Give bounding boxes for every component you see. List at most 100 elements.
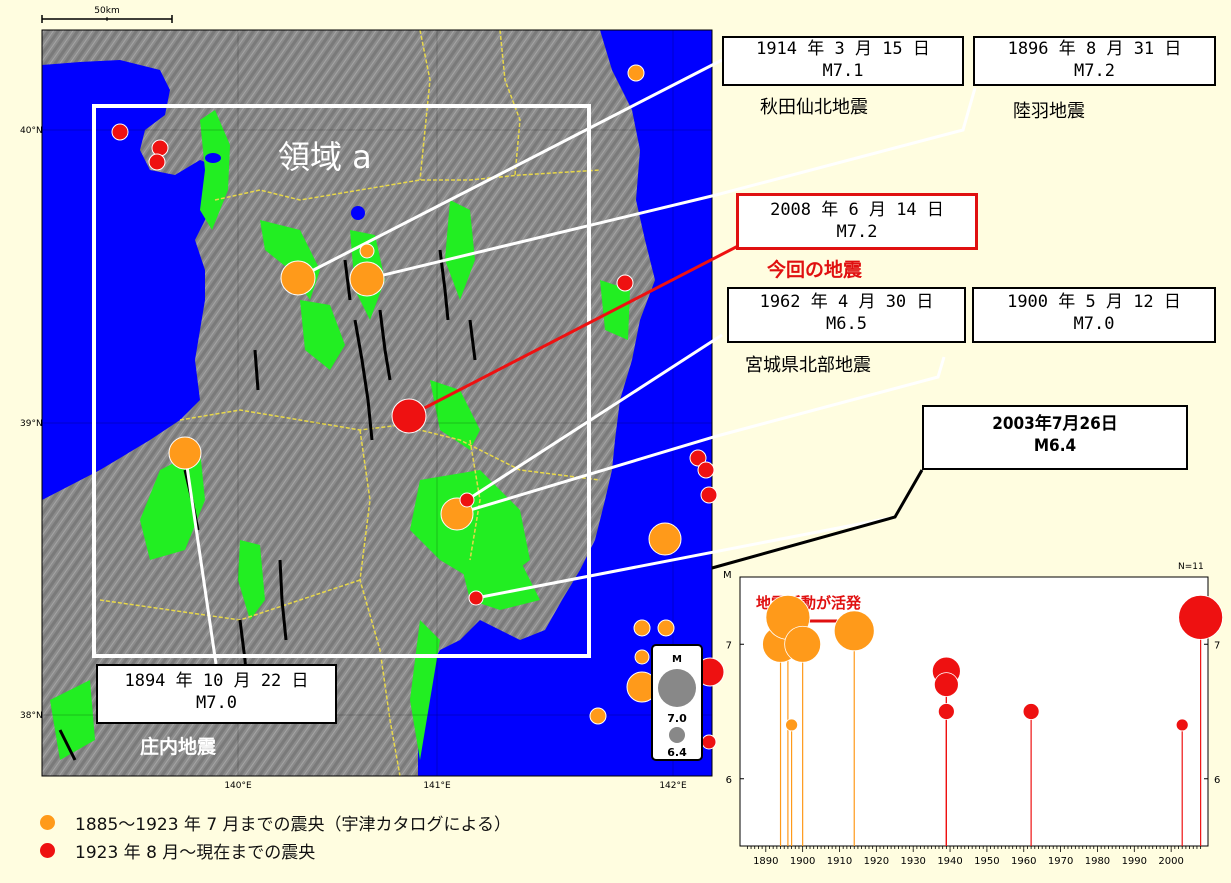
callout-2003-magnitude: M6.4 [1033, 436, 1077, 456]
callout-2008-date: 2008 年 6 月 14 日 [770, 200, 944, 220]
lat-label-39: 39°N [20, 419, 43, 429]
chart-point [937, 703, 955, 720]
callout-1900-magnitude: M7.0 [1073, 314, 1115, 334]
x-tick-label: 1950 [974, 856, 999, 867]
leader-2008 [408, 243, 741, 418]
callout-1962-magnitude: M6.5 [826, 314, 867, 334]
callout-1914-date: 1914 年 3 月 15 日 [756, 39, 930, 59]
callout-1894-name: 庄内地震 [140, 736, 217, 758]
size-legend-m70-circle [658, 669, 696, 707]
callout-1914-magnitude: M7.1 [822, 61, 864, 81]
callout-2008: 2008 年 6 月 14 日 M7.2 [736, 193, 978, 250]
callout-1900: 1900 年 5 月 12 日 M7.0 [972, 287, 1216, 343]
callout-1894: 1894 年 10 月 22 日 M7.0 [96, 664, 337, 724]
x-tick-label: 1910 [827, 856, 852, 867]
size-legend: M 7.0 6.4 [651, 644, 703, 761]
y-tick-label-right: 7 [1214, 640, 1220, 651]
epicenter [589, 707, 607, 725]
size-legend-title: M [672, 654, 682, 665]
callout-1962-name: 宮城県北部地震 [745, 355, 871, 376]
lon-label-140: 140°E [224, 781, 252, 791]
callout-2008-magnitude: M7.2 [836, 222, 878, 242]
epicenter [633, 619, 651, 637]
x-tick-label: 2000 [1158, 856, 1183, 867]
size-legend-m64-circle [669, 727, 685, 743]
x-tick-label: 1900 [790, 856, 815, 867]
legend-post1923-dot [40, 843, 55, 858]
y-tick-label-right: 6 [1214, 775, 1220, 786]
callout-1962: 1962 年 4 月 30 日 M6.5 [727, 287, 966, 343]
lon-label-142: 142°E [659, 781, 687, 791]
map-frame [41, 29, 713, 777]
epicenter [616, 274, 634, 292]
callout-1894-date: 1894 年 10 月 22 日 [124, 671, 309, 691]
x-tick-label: 1960 [1011, 856, 1036, 867]
epicenter [148, 153, 166, 171]
callout-2003: 2003年7月26日 M6.4 [922, 405, 1188, 470]
lake [205, 153, 221, 163]
x-tick-label: 1930 [900, 856, 925, 867]
epicenter-1894 [168, 436, 202, 470]
callout-1962-date: 1962 年 4 月 30 日 [759, 292, 934, 312]
epicenter [627, 64, 645, 82]
leader-1914 [297, 58, 723, 280]
chart-count-label: N=11 [1178, 562, 1204, 572]
x-tick-label: 1890 [753, 856, 778, 867]
chart-point [785, 718, 798, 732]
legend-pre1923-text: 1885～1923 年 7 月までの震央（宇津カタログによる） [75, 815, 512, 835]
chart-point [933, 672, 959, 697]
chart-point [1175, 718, 1189, 732]
chart-y-axis: 6 6 7 7 [726, 640, 1221, 786]
legend-pre1923-dot [40, 815, 55, 830]
callout-1894-magnitude: M7.0 [196, 693, 237, 713]
scale-bar: 50km [41, 6, 173, 23]
callout-1914: 1914 年 3 月 15 日 M7.1 [722, 36, 964, 86]
lake-tazawa [351, 206, 365, 220]
epicenter [697, 461, 715, 479]
chart-point [1022, 703, 1040, 720]
legend-post1923: 1923 年 8 月～現在までの震央 [40, 838, 315, 863]
x-tick-label: 1940 [937, 856, 962, 867]
chart-point [833, 610, 875, 652]
callout-2003-date: 2003年7月26日 [992, 414, 1118, 434]
epicenter-2003 [468, 590, 484, 606]
y-tick-label: 7 [726, 640, 732, 651]
epicenter [151, 139, 169, 157]
callout-1900-date: 1900 年 5 月 12 日 [1007, 292, 1181, 312]
leader-1896 [366, 87, 977, 281]
region-box [92, 104, 591, 658]
leader-1962 [466, 333, 723, 502]
callout-1896-name: 陸羽地震 [1013, 101, 1085, 122]
leader-1894 [183, 452, 218, 665]
epicenter [657, 619, 675, 637]
leader-lines [183, 58, 977, 665]
epicenter [700, 486, 718, 504]
callout-1896-date: 1896 年 8 月 31 日 [1007, 39, 1182, 59]
leader-2003-black [711, 469, 924, 570]
epicenter-1962 [459, 492, 475, 508]
callout-2008-name: 今回の地震 [767, 259, 863, 281]
lat-label-38: 38°N [20, 711, 43, 721]
chart-ylabel: M [723, 570, 732, 581]
callout-1914-name: 秋田仙北地震 [760, 97, 868, 118]
scale-label: 50km [94, 6, 119, 16]
y-tick-label: 6 [726, 775, 732, 786]
size-legend-m70-label: 7.0 [667, 712, 687, 725]
epicenter-2008 [391, 398, 427, 434]
epicenter [648, 522, 682, 556]
chart-point [1178, 594, 1224, 640]
size-legend-m64-label: 6.4 [667, 746, 687, 759]
epicenter [634, 649, 650, 665]
graticule-labels: 40°N 39°N 38°N 140°E 141°E 142°E [20, 126, 687, 791]
callout-1896-magnitude: M7.2 [1074, 61, 1115, 81]
legend-post1923-text: 1923 年 8 月～現在までの震央 [75, 843, 316, 863]
region-label: 領域 a [278, 138, 372, 176]
x-tick-label: 1920 [864, 856, 889, 867]
callout-1896: 1896 年 8 月 31 日 M7.2 [973, 36, 1216, 86]
chart-point [784, 625, 822, 663]
lat-label-40: 40°N [20, 126, 43, 136]
